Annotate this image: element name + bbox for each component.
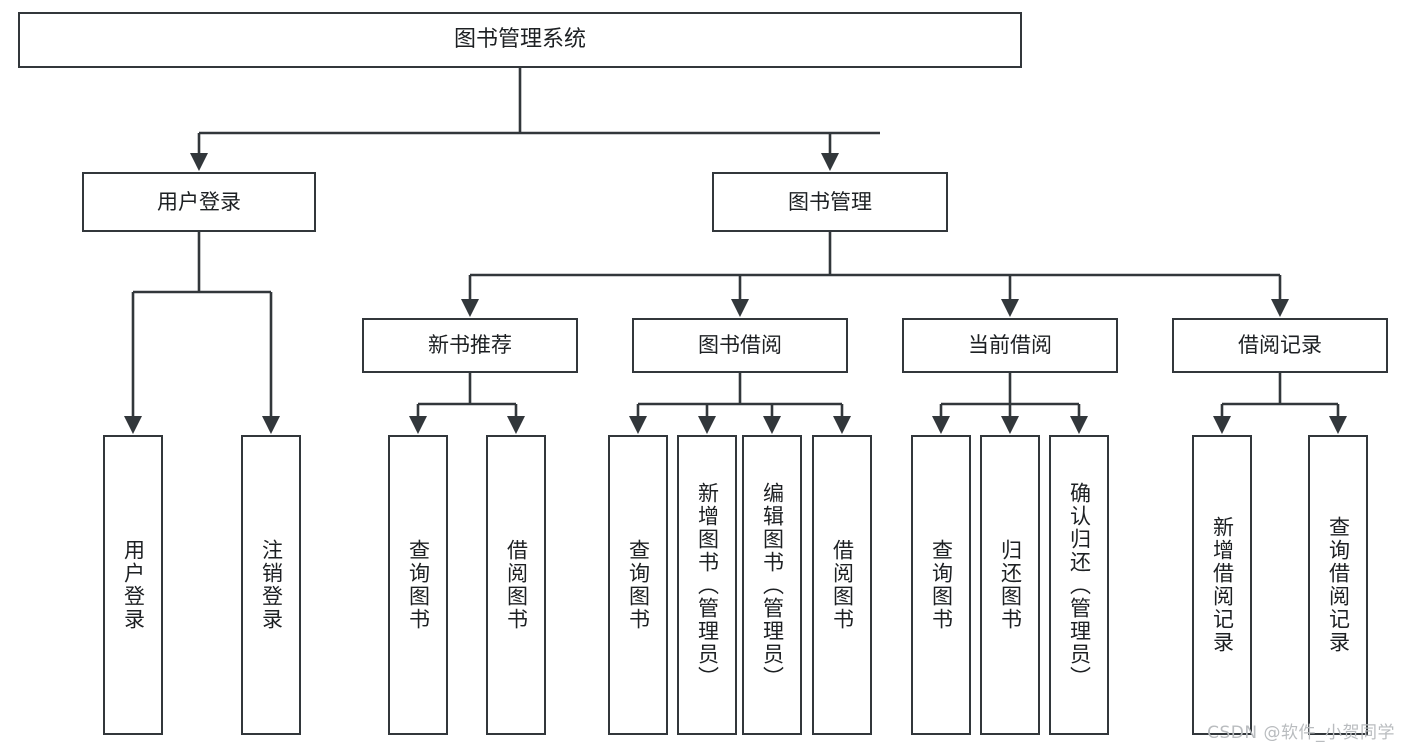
leaf-borrow-add-book[interactable]: 新增图书（管理员） [677,435,737,735]
leaf-label: 查询图书 [626,539,651,631]
leaf-borrow-borrow-book[interactable]: 借阅图书 [812,435,872,735]
leaf-record-add-record[interactable]: 新增借阅记录 [1192,435,1252,735]
leaf-label: 新增图书（管理员） [695,481,720,689]
leaf-label: 确认归还（管理员） [1067,481,1092,689]
leaf-user-login-login[interactable]: 用户登录 [103,435,163,735]
node-label: 当前借阅 [968,333,1052,358]
node-borrow-record[interactable]: 借阅记录 [1172,318,1388,373]
node-user-login[interactable]: 用户登录 [82,172,316,232]
leaf-label: 借阅图书 [504,539,529,631]
leaf-recommend-borrow-book[interactable]: 借阅图书 [486,435,546,735]
leaf-label: 查询图书 [929,539,954,631]
leaf-label: 归还图书 [998,539,1023,631]
node-root-system[interactable]: 图书管理系统 [18,12,1022,68]
leaf-borrow-edit-book[interactable]: 编辑图书（管理员） [742,435,802,735]
leaf-label: 编辑图书（管理员） [760,481,785,689]
leaf-current-confirm-return[interactable]: 确认归还（管理员） [1049,435,1109,735]
node-label: 图书管理系统 [453,27,586,53]
leaf-current-return-book[interactable]: 归还图书 [980,435,1040,735]
leaf-label: 查询图书 [406,539,431,631]
node-current-borrow[interactable]: 当前借阅 [902,318,1118,373]
leaf-current-query-book[interactable]: 查询图书 [911,435,971,735]
leaf-borrow-query-book[interactable]: 查询图书 [608,435,668,735]
node-label: 图书借阅 [698,333,782,358]
csdn-watermark: CSDN @软件_小贺同学 [1207,723,1395,743]
node-book-borrow[interactable]: 图书借阅 [632,318,848,373]
leaf-user-login-logout[interactable]: 注销登录 [241,435,301,735]
leaf-label: 借阅图书 [830,539,855,631]
leaf-label: 用户登录 [121,539,146,631]
node-new-book-recommend[interactable]: 新书推荐 [362,318,578,373]
leaf-record-query-record[interactable]: 查询借阅记录 [1308,435,1368,735]
leaf-recommend-query-book[interactable]: 查询图书 [388,435,448,735]
leaf-label: 查询借阅记录 [1326,516,1351,654]
leaf-label: 注销登录 [259,539,284,631]
node-book-management[interactable]: 图书管理 [712,172,948,232]
node-label: 图书管理 [788,189,872,214]
leaf-label: 新增借阅记录 [1210,516,1235,654]
node-label: 借阅记录 [1238,333,1322,358]
node-label: 用户登录 [157,189,241,214]
node-label: 新书推荐 [428,333,512,358]
